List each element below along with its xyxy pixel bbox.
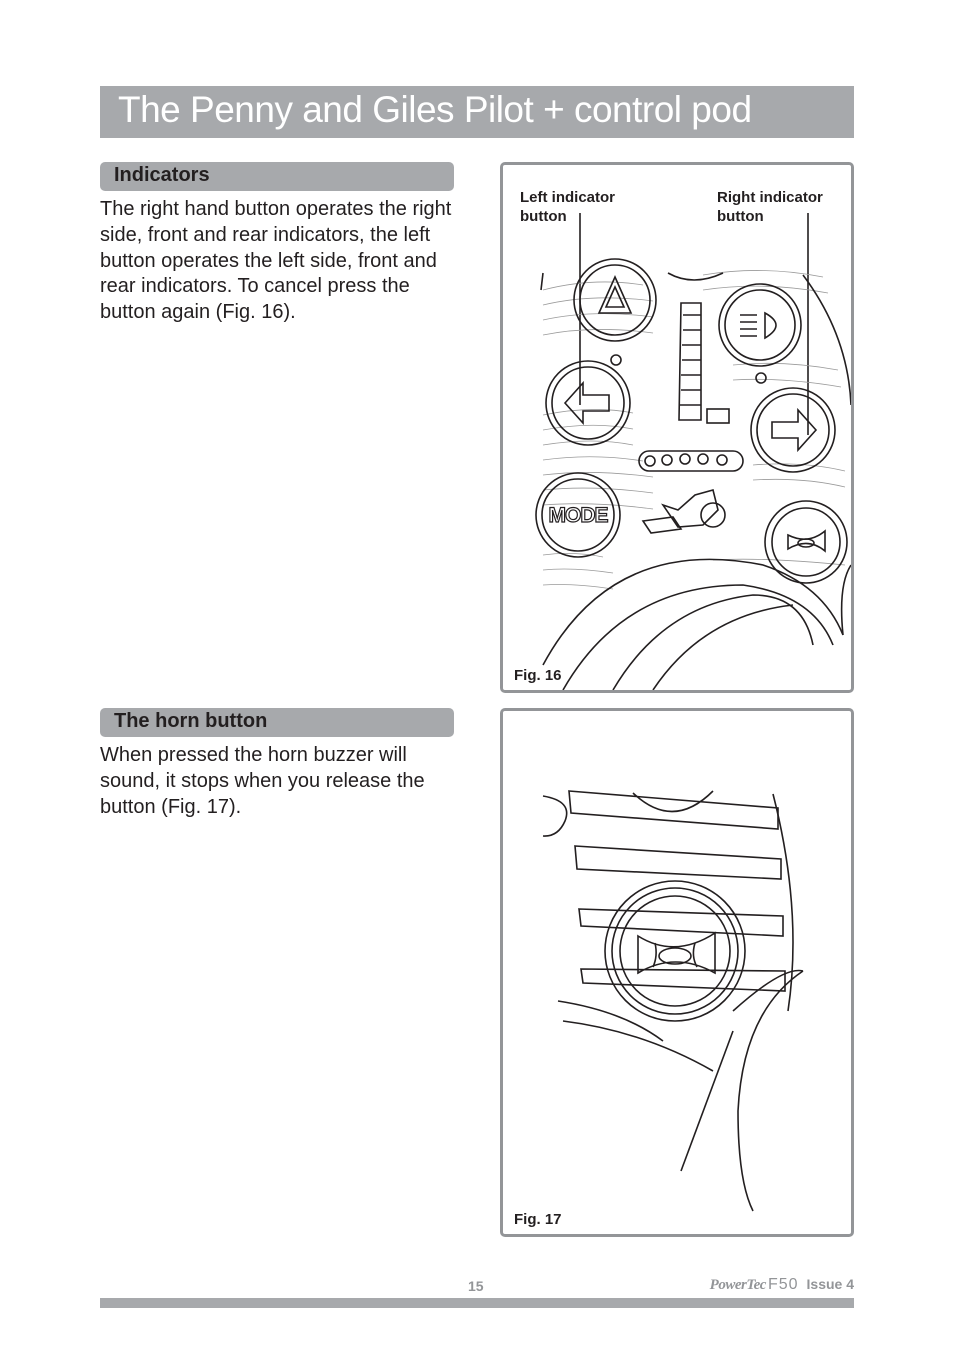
horn-body: When pressed the horn buzzer will sound,…	[100, 743, 460, 820]
page-title: The Penny and Giles Pilot + control pod	[118, 89, 752, 130]
right-indicator-callout: Right indicator button	[717, 189, 823, 225]
indicators-paragraph: The right hand button operates the right…	[100, 198, 452, 324]
figure-17: Fig. 17	[500, 708, 854, 1237]
figure-16: Left indicator button Right indicator bu…	[500, 162, 854, 693]
indicators-heading-bar: Indicators	[100, 162, 454, 191]
issue-label: Issue 4	[806, 1276, 854, 1292]
control-pod-illustration: MODE	[535, 213, 851, 690]
indicators-heading: Indicators	[114, 164, 210, 186]
figure-17-caption: Fig. 17	[514, 1211, 562, 1228]
horn-heading: The horn button	[114, 710, 268, 732]
left-indicator-callout: Left indicator button	[520, 189, 616, 225]
footer-bar	[100, 1298, 854, 1308]
horn-button-illustration	[542, 790, 804, 1212]
figure-16-caption: Fig. 16	[514, 667, 562, 684]
page-number: 15	[468, 1278, 484, 1294]
title-bar: The Penny and Giles Pilot + control pod	[100, 86, 854, 138]
brand-logo: PowerTec	[709, 1277, 767, 1293]
indicators-body: The right hand button operates the right…	[100, 197, 460, 326]
horn-heading-bar: The horn button	[100, 708, 454, 737]
mode-button-label: MODE	[549, 504, 609, 527]
horn-paragraph: When pressed the horn buzzer will sound,…	[100, 744, 425, 818]
brand-model: F50	[767, 1276, 799, 1293]
